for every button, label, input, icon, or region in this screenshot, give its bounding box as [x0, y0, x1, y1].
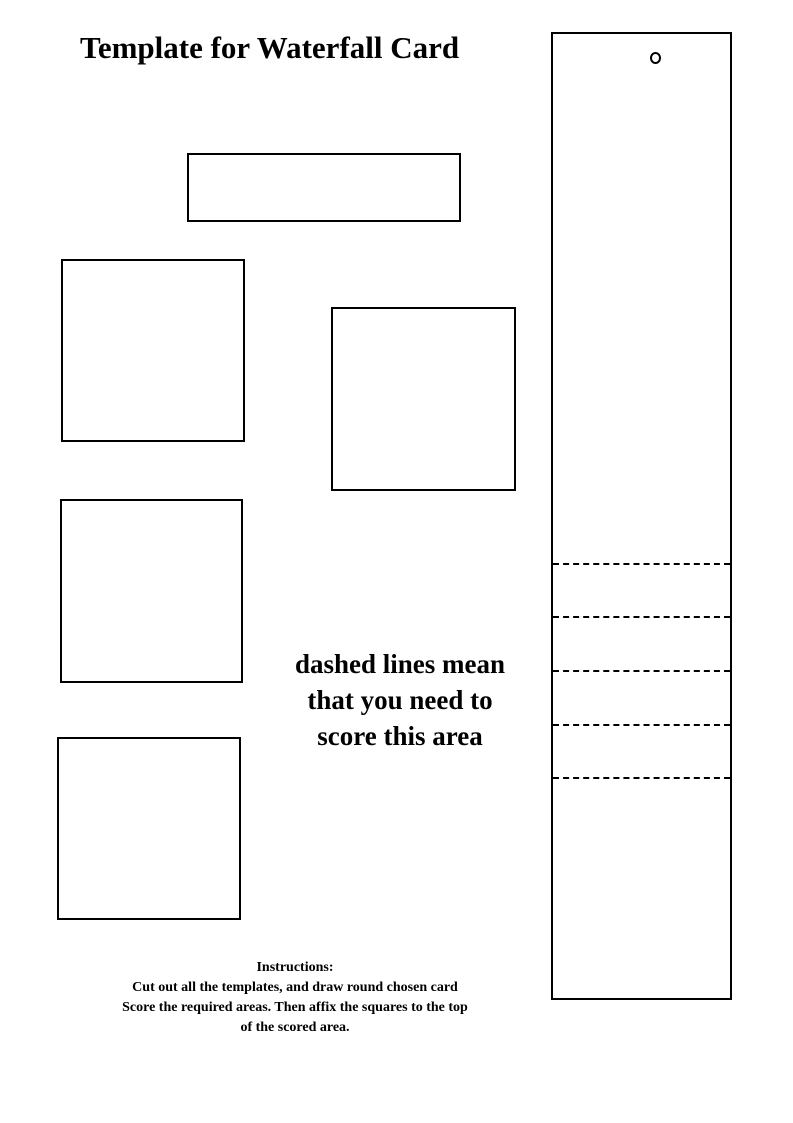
square-template-3: [60, 499, 243, 683]
score-line-5: [553, 777, 730, 779]
score-line-3: [553, 670, 730, 672]
instructions-line: Cut out all the templates, and draw roun…: [132, 980, 458, 995]
scoring-note-line: score this area: [317, 721, 483, 751]
instructions-line: of the scored area.: [240, 1020, 350, 1035]
punch-hole-icon: [650, 52, 661, 64]
instructions-block: Instructions: Cut out all the templates,…: [70, 958, 520, 1038]
square-template-4: [57, 737, 241, 920]
instructions-line: Score the required areas. Then affix the…: [122, 1000, 468, 1015]
label-rectangle-template: [187, 153, 461, 222]
score-line-2: [553, 616, 730, 618]
scoring-note-line: dashed lines mean: [294, 649, 506, 679]
scoring-note-line: that you need to: [307, 685, 493, 715]
page-title: Template for Waterfall Card: [80, 30, 460, 65]
square-template-2: [331, 307, 516, 491]
score-line-4: [553, 724, 730, 726]
instructions-heading: Instructions:: [256, 960, 334, 975]
waterfall-strip-template: [551, 32, 732, 1000]
score-line-1: [553, 563, 730, 565]
scoring-note: dashed lines mean that you need to score…: [270, 646, 530, 754]
square-template-1: [61, 259, 245, 442]
